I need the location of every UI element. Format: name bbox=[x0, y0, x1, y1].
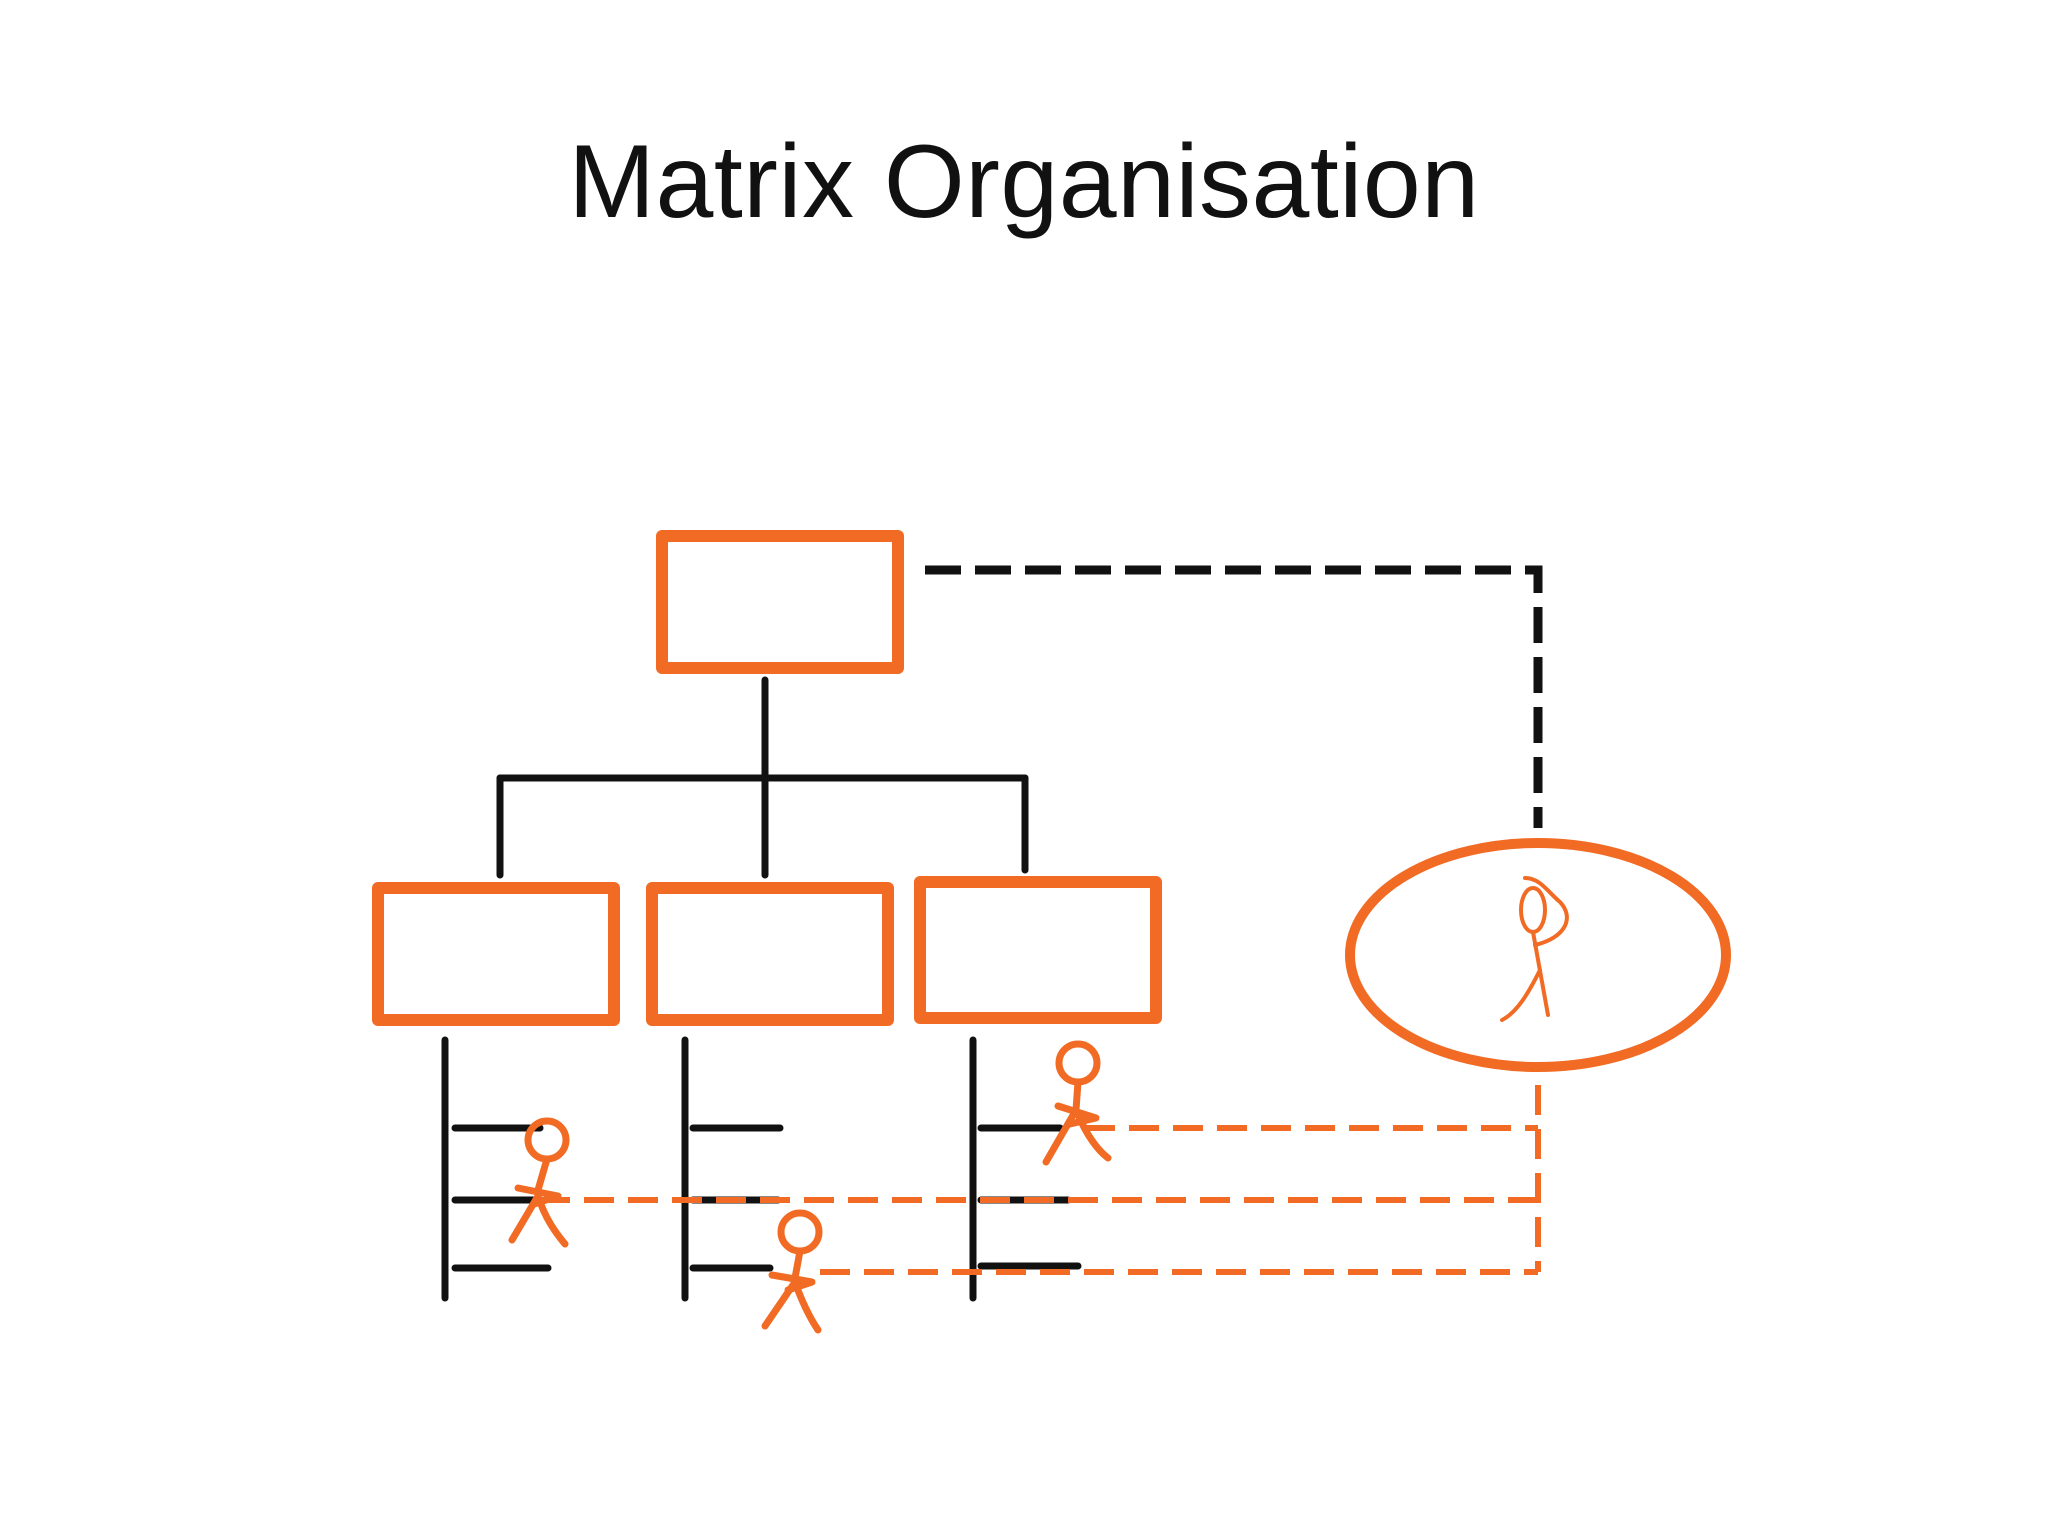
top-management-box bbox=[656, 530, 904, 674]
stick-figure-icon bbox=[1042, 1040, 1112, 1166]
department-box-3 bbox=[914, 876, 1162, 1024]
stick-figure-icon bbox=[508, 1117, 570, 1248]
project-manager-ellipse bbox=[1345, 838, 1731, 1072]
hierarchy-connectors bbox=[496, 676, 1029, 879]
department-box-2 bbox=[646, 882, 894, 1026]
department-1-staff-lines bbox=[441, 1036, 552, 1302]
slide-title: Matrix Organisation bbox=[568, 124, 1480, 240]
project-reporting-dashed-line bbox=[925, 565, 1543, 828]
matrix-dashed-lines bbox=[540, 1085, 1541, 1275]
stick-figure-icon bbox=[1500, 876, 1569, 1022]
department-box-1 bbox=[372, 882, 620, 1026]
stick-figure-icon bbox=[761, 1209, 823, 1334]
department-2-staff-lines bbox=[681, 1036, 784, 1302]
